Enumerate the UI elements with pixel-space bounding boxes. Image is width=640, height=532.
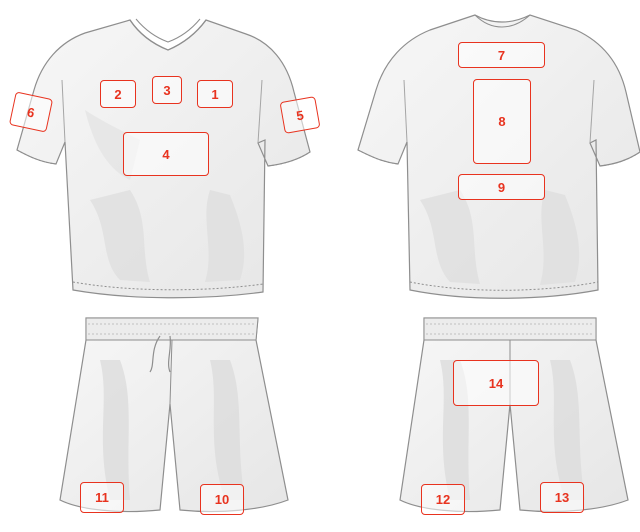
zone-label: 2: [114, 88, 121, 101]
zone-14-shorts-back-center: 14: [453, 360, 539, 406]
zone-5-left-sleeve: 5: [279, 96, 320, 134]
zone-label: 1: [211, 88, 218, 101]
zone-label: 6: [26, 105, 36, 119]
zone-11-shorts-front-right: 11: [80, 482, 124, 513]
zone-label: 11: [95, 491, 109, 504]
zone-9-back-lower: 9: [458, 174, 545, 200]
zone-label: 12: [436, 493, 450, 506]
zone-label: 13: [555, 491, 569, 504]
zone-1-left-chest: 1: [197, 80, 233, 108]
zone-label: 4: [162, 148, 169, 161]
zone-label: 5: [295, 108, 304, 122]
zone-2-right-chest: 2: [100, 80, 136, 108]
back-shorts: [400, 318, 628, 512]
zone-13-shorts-back-right: 13: [540, 482, 584, 513]
zone-label: 3: [163, 84, 170, 97]
zone-label: 7: [498, 49, 505, 62]
zone-label: 9: [498, 181, 505, 194]
zone-4-front-center: 4: [123, 132, 209, 176]
zone-10-shorts-front-left: 10: [200, 484, 244, 515]
zone-12-shorts-back-left: 12: [421, 484, 465, 515]
zone-8-back-number: 8: [473, 79, 531, 164]
zone-label: 14: [489, 377, 503, 390]
zone-7-back-upper: 7: [458, 42, 545, 68]
zone-label: 10: [215, 493, 229, 506]
zone-label: 8: [498, 115, 505, 128]
zone-3-center-chest: 3: [152, 76, 182, 104]
